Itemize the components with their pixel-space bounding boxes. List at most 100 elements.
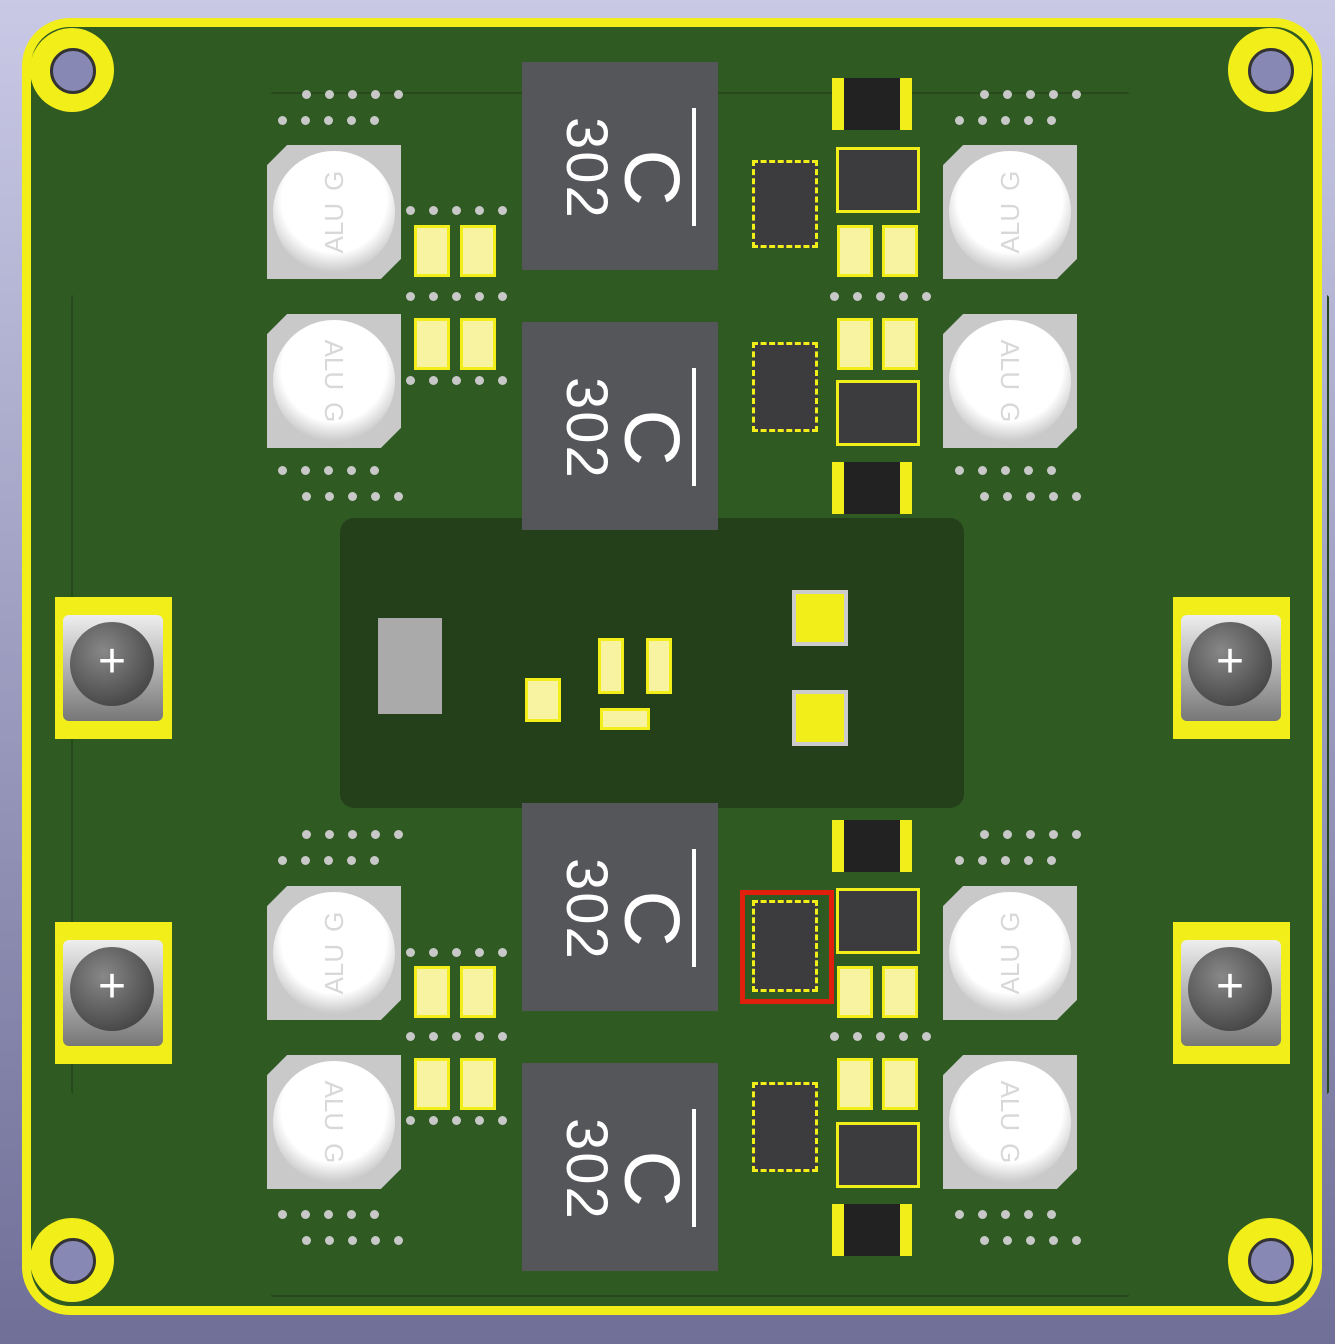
smd-capacitor[interactable] [837,225,873,277]
capacitor-label: ALU [318,943,349,995]
smd-capacitor[interactable] [882,966,918,1018]
ic-qfn-1[interactable] [792,590,848,646]
smd-capacitor[interactable] [460,1058,496,1110]
mosfet[interactable] [752,342,818,432]
screw-terminal[interactable]: + [55,922,172,1064]
electrolytic-capacitor[interactable]: ALU G [267,314,401,448]
diode[interactable] [832,820,912,872]
smd-capacitor[interactable] [525,678,561,722]
capacitor-label: G [995,1143,1026,1164]
capacitor-label: G [318,911,349,932]
connector[interactable] [378,618,442,714]
polarity-bar [692,1109,696,1227]
mounting-hole[interactable] [1228,1218,1312,1302]
smd-capacitor[interactable] [882,225,918,277]
smd-capacitor[interactable] [460,966,496,1018]
via-row [406,948,507,957]
electrolytic-capacitor[interactable]: ALU G [267,886,401,1020]
screw-terminal[interactable]: + [1173,597,1290,739]
capacitor-label: ALU [319,339,350,391]
capacitor-top [949,151,1071,273]
screw-icon: + [1188,947,1272,1031]
smd-capacitor[interactable] [414,225,450,277]
mounting-hole[interactable] [30,1218,114,1302]
electrolytic-capacitor[interactable]: ALU G [943,145,1077,279]
smd-capacitor[interactable] [882,318,918,370]
via-row [955,856,1056,865]
capacitor-label: G [995,402,1026,423]
mosfet[interactable] [836,380,920,446]
polarity-bar [692,849,696,967]
capacitor-top [949,892,1071,1014]
via-row [955,466,1056,475]
polarity-bar [692,368,696,486]
electrolytic-capacitor[interactable]: ALU G [943,886,1077,1020]
mosfet[interactable] [836,888,920,954]
capacitor-top [273,892,395,1014]
via-row [406,1116,507,1125]
smd-capacitor[interactable] [837,318,873,370]
via-row [980,90,1081,99]
capacitor-label: ALU [994,202,1025,254]
smd-resistor[interactable] [600,708,650,730]
capacitor-label: G [994,170,1025,191]
via-row [980,492,1081,501]
capacitor-label: G [319,402,350,423]
mosfet[interactable] [836,147,920,213]
capacitor-label: G [994,911,1025,932]
diode[interactable] [832,78,912,130]
inductor-mark: C [608,890,697,947]
mounting-hole[interactable] [1228,28,1312,112]
capacitor-label: ALU [994,943,1025,995]
inductor-mark: C [608,1150,697,1207]
smd-capacitor[interactable] [414,318,450,370]
via-row [406,1032,507,1041]
via-row [278,466,379,475]
diode[interactable] [832,1204,912,1256]
smd-resistor[interactable] [598,638,624,694]
via-row [302,830,403,839]
mosfet[interactable] [752,900,818,992]
via-row [406,376,507,385]
smd-capacitor[interactable] [837,1058,873,1110]
via-row [278,856,379,865]
screw-icon: + [70,622,154,706]
mounting-hole[interactable] [30,28,114,112]
mosfet[interactable] [752,1082,818,1172]
via-row [830,1032,931,1041]
diode[interactable] [832,462,912,514]
capacitor-top [949,1061,1071,1183]
via-row [302,90,403,99]
screw-icon: + [70,947,154,1031]
control-circuit-area [340,518,964,808]
mosfet[interactable] [836,1122,920,1188]
screw-terminal[interactable]: + [1173,922,1290,1064]
via-row [955,1210,1056,1219]
smd-capacitor[interactable] [460,225,496,277]
smd-capacitor[interactable] [837,966,873,1018]
capacitor-top [273,320,395,442]
capacitor-label: ALU [318,202,349,254]
smd-resistor[interactable] [646,638,672,694]
via-row [302,492,403,501]
via-row [406,206,507,215]
ic-qfn-2[interactable] [792,690,848,746]
selection-highlight [740,890,834,1004]
via-row [980,830,1081,839]
mosfet[interactable] [752,160,818,248]
smd-capacitor[interactable] [882,1058,918,1110]
screw-terminal[interactable]: + [55,597,172,739]
smd-capacitor[interactable] [414,1058,450,1110]
via-row [980,1236,1081,1245]
smd-capacitor[interactable] [460,318,496,370]
smd-capacitor[interactable] [414,966,450,1018]
inductor-mark: C [608,409,697,466]
